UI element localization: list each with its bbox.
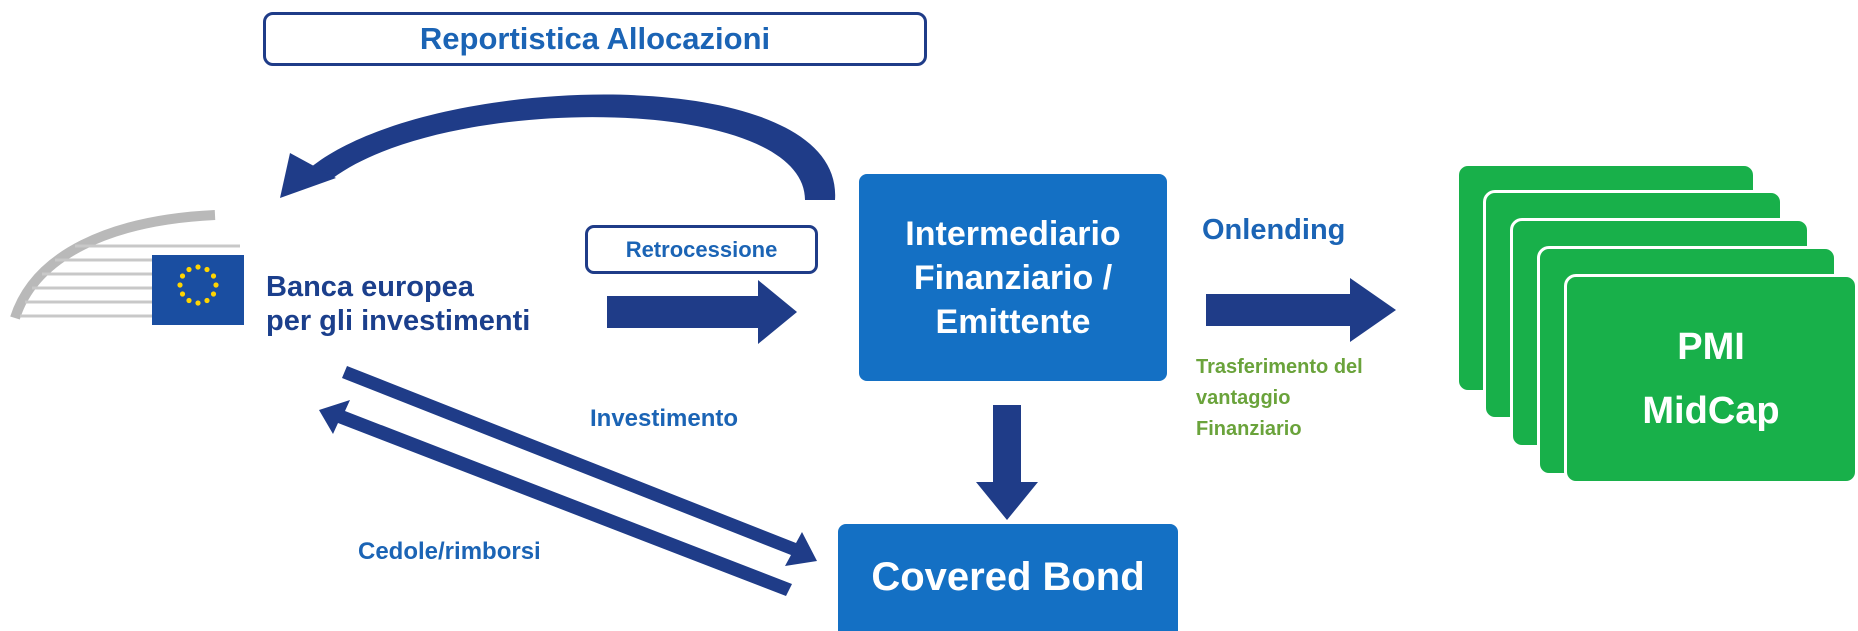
reporting-curved-arrow (310, 94, 836, 200)
reporting-arrowhead (280, 153, 336, 198)
eib-logo (10, 210, 244, 325)
investimento-arrow (342, 366, 817, 566)
trasferimento-line3: Finanziario (1196, 418, 1302, 440)
cedole-arrow (319, 400, 792, 596)
reportistica-label: Reportistica Allocazioni (419, 21, 771, 56)
reportistica-box: Reportistica Allocazioni (263, 12, 927, 66)
intermediario-box: Intermediario Finanziario / Emittente (859, 174, 1167, 381)
trasferimento-label: Trasferimento del vantaggio Finanziario (1196, 352, 1406, 445)
intermediario-line2: Finanziario / (913, 258, 1113, 297)
eib-name-line2: per gli investimenti (266, 305, 531, 337)
trasferimento-line1: Trasferimento del (1196, 356, 1363, 378)
down-arrow (976, 405, 1038, 520)
onlending-arrow (1206, 278, 1396, 342)
cedole-label: Cedole/rimborsi (358, 538, 541, 565)
investimento-label: Investimento (590, 405, 739, 432)
eib-name: Banca europea per gli investimenti (266, 270, 530, 338)
retrocessione-label: Retrocessione (625, 236, 778, 262)
pmi-card-front: PMI MidCap (1564, 274, 1858, 484)
pmi-line2: MidCap (1642, 390, 1780, 432)
retrocessione-box: Retrocessione (585, 225, 818, 274)
intermediario-line3: Emittente (935, 302, 1091, 341)
intermediario-line1: Intermediario (905, 214, 1121, 253)
eib-name-line1: Banca europea (266, 271, 474, 303)
covered-bond-label: Covered Bond (871, 555, 1145, 599)
trasferimento-line2: vantaggio (1196, 387, 1291, 409)
pmi-line1: PMI (1677, 326, 1745, 368)
onlending-label: Onlending (1202, 214, 1346, 246)
eu-stars (177, 264, 219, 306)
retrocessione-arrow (607, 280, 797, 344)
covered-bond-box: Covered Bond (838, 524, 1178, 631)
